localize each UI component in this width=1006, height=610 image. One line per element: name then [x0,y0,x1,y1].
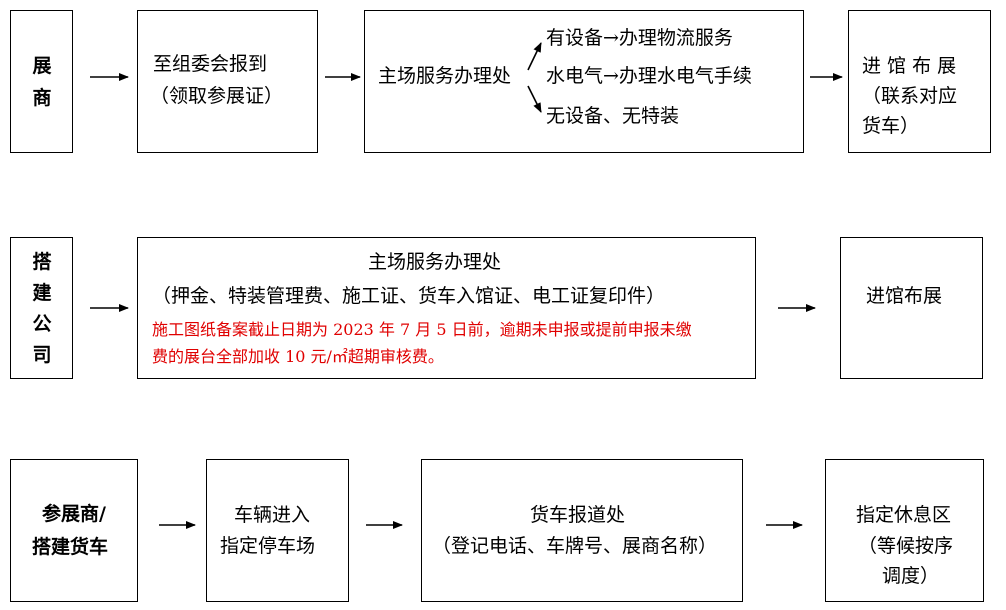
branch-equipment: 有设备→办理物流服务 [546,27,733,49]
trucks-box [10,459,138,602]
builder-label-1: 搭 [32,251,52,273]
trucks-label-1: 参展商/ [42,503,106,525]
trucks-label-2: 搭建货车 [32,536,109,558]
service-office-title-1: 主场服务办理处 [378,65,512,87]
exhibitor-label-1: 展 [32,55,52,77]
parking-box [206,459,349,602]
arrow-branch-down [527,85,542,113]
rest-area-text-3: 调度） [882,565,940,587]
service-office-title-2: 主场服务办理处 [368,251,502,273]
service-office-box-1 [364,10,804,153]
register-text-2: （领取参展证） [150,85,284,107]
rest-area-text-1: 指定休息区 [856,504,952,526]
exhibitor-label-2: 商 [32,87,52,109]
register-box [137,10,318,153]
deadline-notice-2: 费的展台全部加收 10 元/㎡超期审核费。 [152,347,444,366]
required-documents: （押金、特装管理费、施工证、货车入馆证、电工证复印件） [152,285,666,307]
enter-hall-text-2: （联系对应 [862,85,958,107]
truck-checkin-title: 货车报道处 [530,504,626,526]
branch-none: 无设备、无特装 [546,105,680,127]
rest-area-box [825,459,984,602]
enter-hall-text-1: 进 馆 布 展 [862,55,957,77]
truck-checkin-box [421,459,743,602]
exhibitor-box [10,10,73,153]
branch-utilities: 水电气→办理水电气手续 [546,65,752,87]
enter-hall-text-row2: 进馆布展 [866,285,943,307]
enter-hall-box-1 [848,10,991,153]
builder-label-2: 建 [32,282,52,304]
builder-box [10,237,73,379]
builder-label-4: 司 [32,344,52,366]
deadline-notice-1: 施工图纸备案截止日期为 2023 年 7 月 5 日前，逾期未申报或提前申报未缴 [152,320,692,339]
arrow-branch-up [527,42,542,71]
builder-label-3: 公 [32,313,52,335]
truck-checkin-detail: （登记电话、车牌号、展商名称） [432,535,718,557]
service-office-box-2 [137,237,756,379]
enter-hall-box-2 [840,237,983,379]
register-text-1: 至组委会报到 [153,53,268,75]
parking-text-2: 指定停车场 [220,535,316,557]
enter-hall-text-3: 货车） [862,115,920,137]
parking-text-1: 车辆进入 [234,504,311,526]
rest-area-text-2: （等候按序 [858,535,954,557]
